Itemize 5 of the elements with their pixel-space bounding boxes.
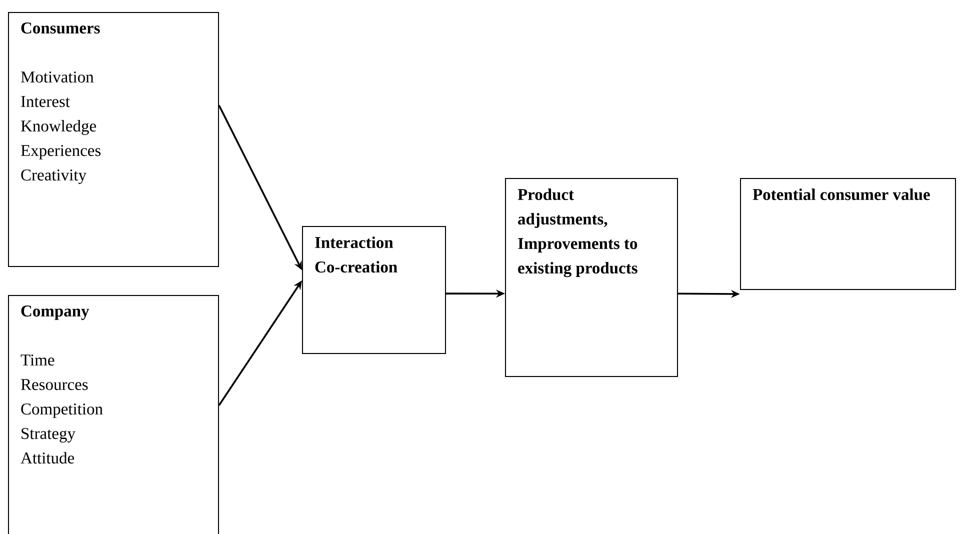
text-box: Interaction Co-creation <box>302 226 446 354</box>
text-box: Potential consumer value <box>740 178 956 290</box>
text-box: Product adjustments, Improvements to existing products <box>505 178 678 377</box>
text-box: Company Time Resources Competition Strategy Attitude <box>8 294 219 534</box>
text-box: Consumers Motivation Interest Knowledge Experiences Creativity <box>8 12 219 267</box>
